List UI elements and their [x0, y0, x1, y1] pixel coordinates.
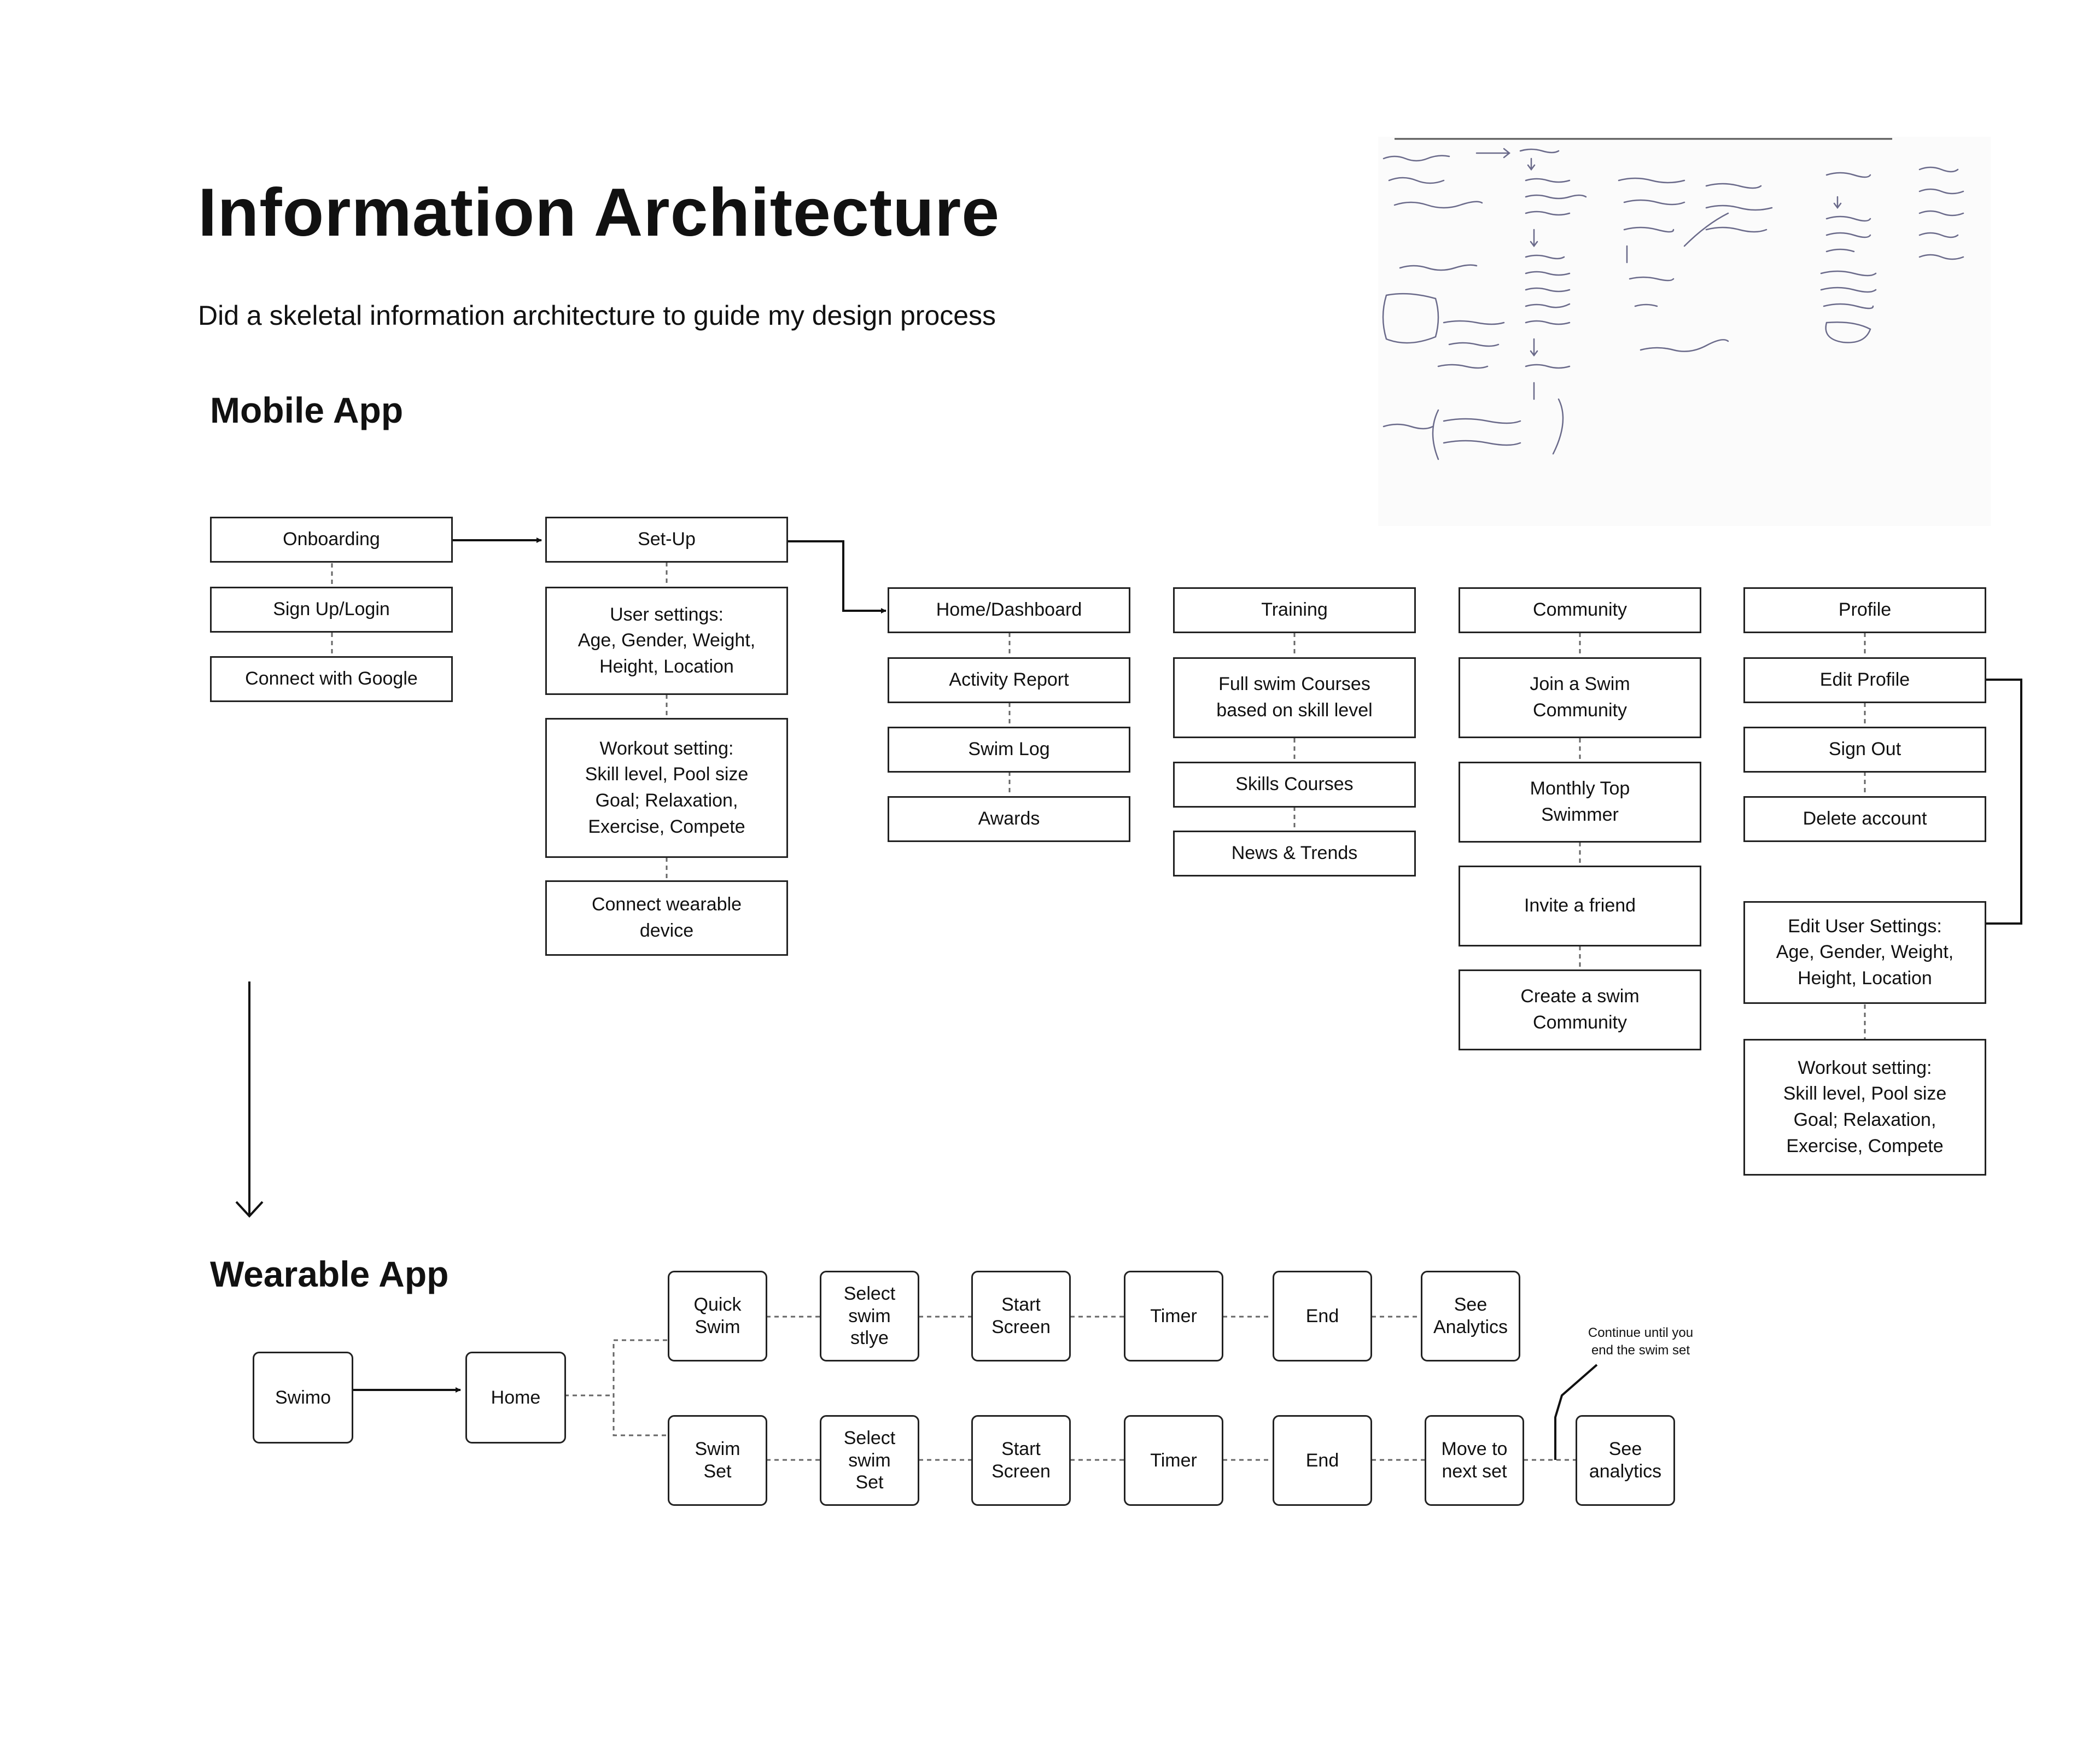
move-next-set-box: Move to next set — [1425, 1415, 1524, 1506]
delete-account-box: Delete account — [1743, 796, 1986, 842]
wearable-app-heading: Wearable App — [210, 1254, 449, 1294]
set-start-screen-box: Start Screen — [971, 1415, 1071, 1506]
see-analytics-box: See Analytics — [1421, 1271, 1520, 1362]
skills-courses-box: Skills Courses — [1173, 762, 1416, 808]
continue-note: Continue until you end the swim set — [1588, 1325, 1694, 1358]
quick-end-box: End — [1273, 1271, 1372, 1362]
home-dashboard-box: Home/Dashboard — [888, 587, 1130, 633]
monthly-top-swimmer-box: Monthly Top Swimmer — [1459, 762, 1701, 843]
create-community-box: Create a swim Community — [1459, 969, 1701, 1050]
awards-box: Awards — [888, 796, 1130, 842]
connect-wearable-box: Connect wearable device — [545, 880, 788, 956]
sketch-photo — [1378, 137, 1991, 526]
swim-set-box: Swim Set — [668, 1415, 767, 1506]
setup-box: Set-Up — [545, 517, 788, 563]
set-end-box: End — [1273, 1415, 1372, 1506]
training-box: Training — [1173, 587, 1416, 633]
join-community-box: Join a Swim Community — [1459, 657, 1701, 738]
wearable-home-box: Home — [465, 1352, 566, 1444]
handwriting-sketch-image — [1382, 138, 1964, 460]
activity-report-box: Activity Report — [888, 657, 1130, 703]
news-trends-box: News & Trends — [1173, 831, 1416, 877]
sign-out-box: Sign Out — [1743, 727, 1986, 773]
quick-timer-box: Timer — [1124, 1271, 1223, 1362]
edit-user-settings-box: Edit User Settings: Age, Gender, Weight,… — [1743, 901, 1986, 1004]
page-title: Information Architecture — [198, 175, 1000, 250]
mobile-app-heading: Mobile App — [210, 390, 404, 430]
swimo-box: Swimo — [253, 1352, 353, 1444]
profile-workout-setting-box: Workout setting: Skill level, Pool size … — [1743, 1039, 1986, 1176]
set-timer-box: Timer — [1124, 1415, 1223, 1506]
profile-box: Profile — [1743, 587, 1986, 633]
quick-swim-box: Quick Swim — [668, 1271, 767, 1362]
user-settings-box: User settings: Age, Gender, Weight, Heig… — [545, 587, 788, 695]
select-swim-style-box: Select swim stlye — [820, 1271, 919, 1362]
quick-start-screen-box: Start Screen — [971, 1271, 1071, 1362]
select-swim-set-box: Select swim Set — [820, 1415, 919, 1506]
workout-setting-box: Workout setting: Skill level, Pool size … — [545, 718, 788, 858]
signup-login-box: Sign Up/Login — [210, 587, 453, 633]
invite-friend-box: Invite a friend — [1459, 866, 1701, 946]
swim-log-box: Swim Log — [888, 727, 1130, 773]
set-see-analytics-box: See analytics — [1576, 1415, 1675, 1506]
community-box: Community — [1459, 587, 1701, 633]
onboarding-box: Onboarding — [210, 517, 453, 563]
full-swim-courses-box: Full swim Courses based on skill level — [1173, 657, 1416, 738]
connect-google-box: Connect with Google — [210, 656, 453, 702]
edit-profile-box: Edit Profile — [1743, 657, 1986, 703]
page-subtitle: Did a skeletal information architecture … — [198, 300, 996, 331]
